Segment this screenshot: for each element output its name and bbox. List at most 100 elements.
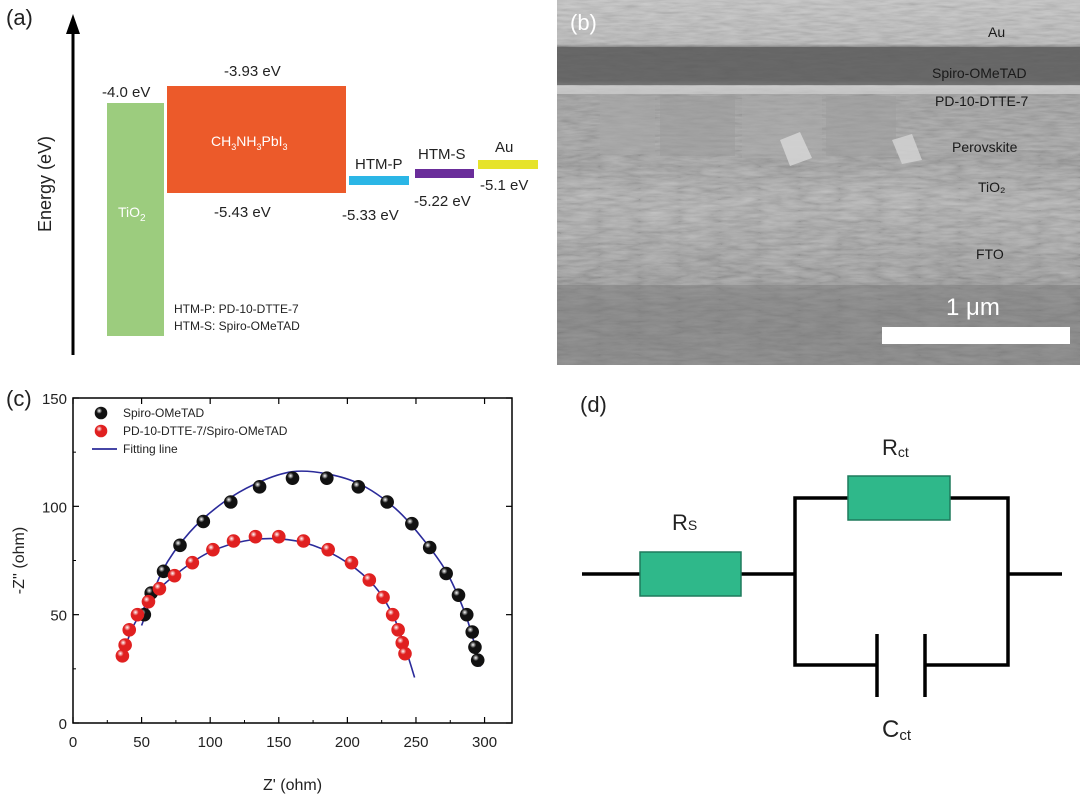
y-axis-title: -Z'' (ohm) [11, 527, 28, 594]
legend-marker-0 [94, 406, 108, 420]
sem-layer-spiro: Spiro-OMeTAD [932, 65, 1027, 81]
data-point-series-0 [223, 495, 238, 509]
data-point-series-0 [173, 538, 187, 553]
data-point-series-0 [252, 480, 267, 494]
data-point-series-1 [122, 623, 137, 637]
note-htm-s: HTM-S: Spiro-OMeTAD [174, 319, 300, 333]
htm-s-label: HTM-S [418, 146, 466, 163]
fit-line-0 [140, 470, 482, 667]
data-point-series-0 [319, 471, 334, 485]
panel-b-label: (b) [570, 10, 597, 35]
x-tick-label: 0 [69, 734, 77, 751]
data-point-series-1 [130, 607, 145, 622]
x-tick-label: 300 [472, 734, 497, 751]
au-label: Au [495, 139, 513, 156]
data-point-series-1 [152, 581, 167, 596]
fit-line-1 [123, 537, 416, 678]
data-point-series-0 [465, 625, 480, 639]
scale-bar-label: 1 μm [946, 294, 1000, 321]
legend-label-1: PD-10-DTTE-7/Spiro-OMeTAD [123, 424, 288, 438]
tio2-level-label: -4.0 eV [102, 84, 150, 101]
y-tick-label: 0 [59, 716, 67, 733]
note-htm-p: HTM-P: PD-10-DTTE-7 [174, 302, 299, 316]
htm-p-level-label: -5.33 eV [342, 207, 399, 224]
data-point-series-1 [206, 542, 220, 557]
x-axis-title: Z' (ohm) [263, 777, 322, 794]
sem-spiro-band [557, 47, 1080, 85]
htm-p-bar [349, 176, 409, 185]
panel-d-circuit: (d) RS Rct Cct [580, 392, 1062, 744]
data-point-series-0 [439, 566, 453, 581]
sem-layer-perovskite: Perovskite [952, 139, 1018, 155]
cct-label: Cct [882, 716, 912, 744]
au-level-label: -5.1 eV [480, 177, 528, 194]
perovskite-bottom-level-label: -5.43 eV [214, 204, 271, 221]
legend-label-fit: Fitting line [123, 442, 178, 456]
data-point-series-1 [362, 573, 377, 587]
rct-label: Rct [882, 435, 909, 460]
y-tick-label: 100 [42, 499, 67, 516]
energy-axis-arrowhead [66, 14, 80, 34]
sem-grain [600, 96, 655, 154]
panel-a: (a) Energy (eV) TiO2 -4.0 eV CH3NH3PbI3 … [6, 5, 538, 355]
x-tick-label: 50 [133, 734, 150, 751]
sem-grain [660, 96, 735, 156]
data-point-series-0 [380, 495, 394, 509]
wire-left-branch [793, 496, 877, 667]
data-point-series-0 [451, 588, 466, 602]
resistor-rct [847, 475, 951, 521]
sem-layer-au: Au [988, 24, 1005, 40]
data-point-series-0 [422, 540, 437, 555]
htm-s-level-label: -5.22 eV [414, 193, 471, 210]
tio2-bar [107, 103, 164, 336]
x-tick-label: 150 [266, 734, 291, 751]
panel-c-label: (c) [6, 386, 32, 411]
legend-label-0: Spiro-OMeTAD [123, 406, 204, 420]
perovskite-bar [167, 86, 346, 193]
data-point-series-0 [351, 480, 366, 494]
data-point-series-1 [141, 594, 156, 609]
data-point-series-1 [185, 555, 200, 570]
data-point-series-1 [296, 534, 311, 548]
sem-particle [892, 134, 922, 164]
scale-bar [882, 327, 1070, 344]
data-point-series-1 [167, 568, 182, 583]
htm-s-bar [415, 169, 474, 178]
data-point-series-0 [285, 471, 300, 485]
data-point-series-0 [470, 653, 485, 667]
panel-d-label: (d) [580, 392, 607, 417]
sem-grain [742, 96, 822, 158]
wire-right-branch [925, 496, 1010, 667]
data-point-series-1 [321, 542, 335, 557]
data-point-series-1 [271, 529, 286, 544]
sem-grain [826, 96, 896, 156]
circuit-wires [582, 496, 1062, 697]
perovskite-top-level-label: -3.93 eV [224, 63, 281, 80]
sem-layer-fto: FTO [976, 246, 1004, 262]
rs-label: RS [672, 510, 697, 535]
x-tick-label: 250 [403, 734, 428, 751]
au-bar [478, 160, 538, 169]
data-point-series-1 [398, 646, 412, 661]
legend-marker-1 [94, 424, 108, 438]
sem-pd-band [557, 86, 1080, 94]
y-tick-label: 150 [42, 391, 67, 408]
data-point-series-0 [405, 516, 419, 531]
data-point-series-1 [118, 638, 132, 652]
data-point-series-1 [248, 529, 263, 544]
data-point-series-1 [226, 534, 241, 548]
htm-p-label: HTM-P [355, 156, 403, 173]
panel-a-label: (a) [6, 5, 33, 30]
sem-fto-base [557, 285, 1080, 365]
sem-layer-tio2: TiO₂ [978, 179, 1005, 195]
perovskite-label: CH3NH3PbI3 [211, 133, 288, 152]
data-point-series-0 [196, 514, 211, 529]
y-tick-label: 50 [50, 608, 67, 625]
data-point-series-1 [344, 555, 359, 570]
data-point-series-1 [391, 623, 405, 637]
x-tick-label: 100 [198, 734, 223, 751]
data-point-series-1 [385, 607, 400, 622]
